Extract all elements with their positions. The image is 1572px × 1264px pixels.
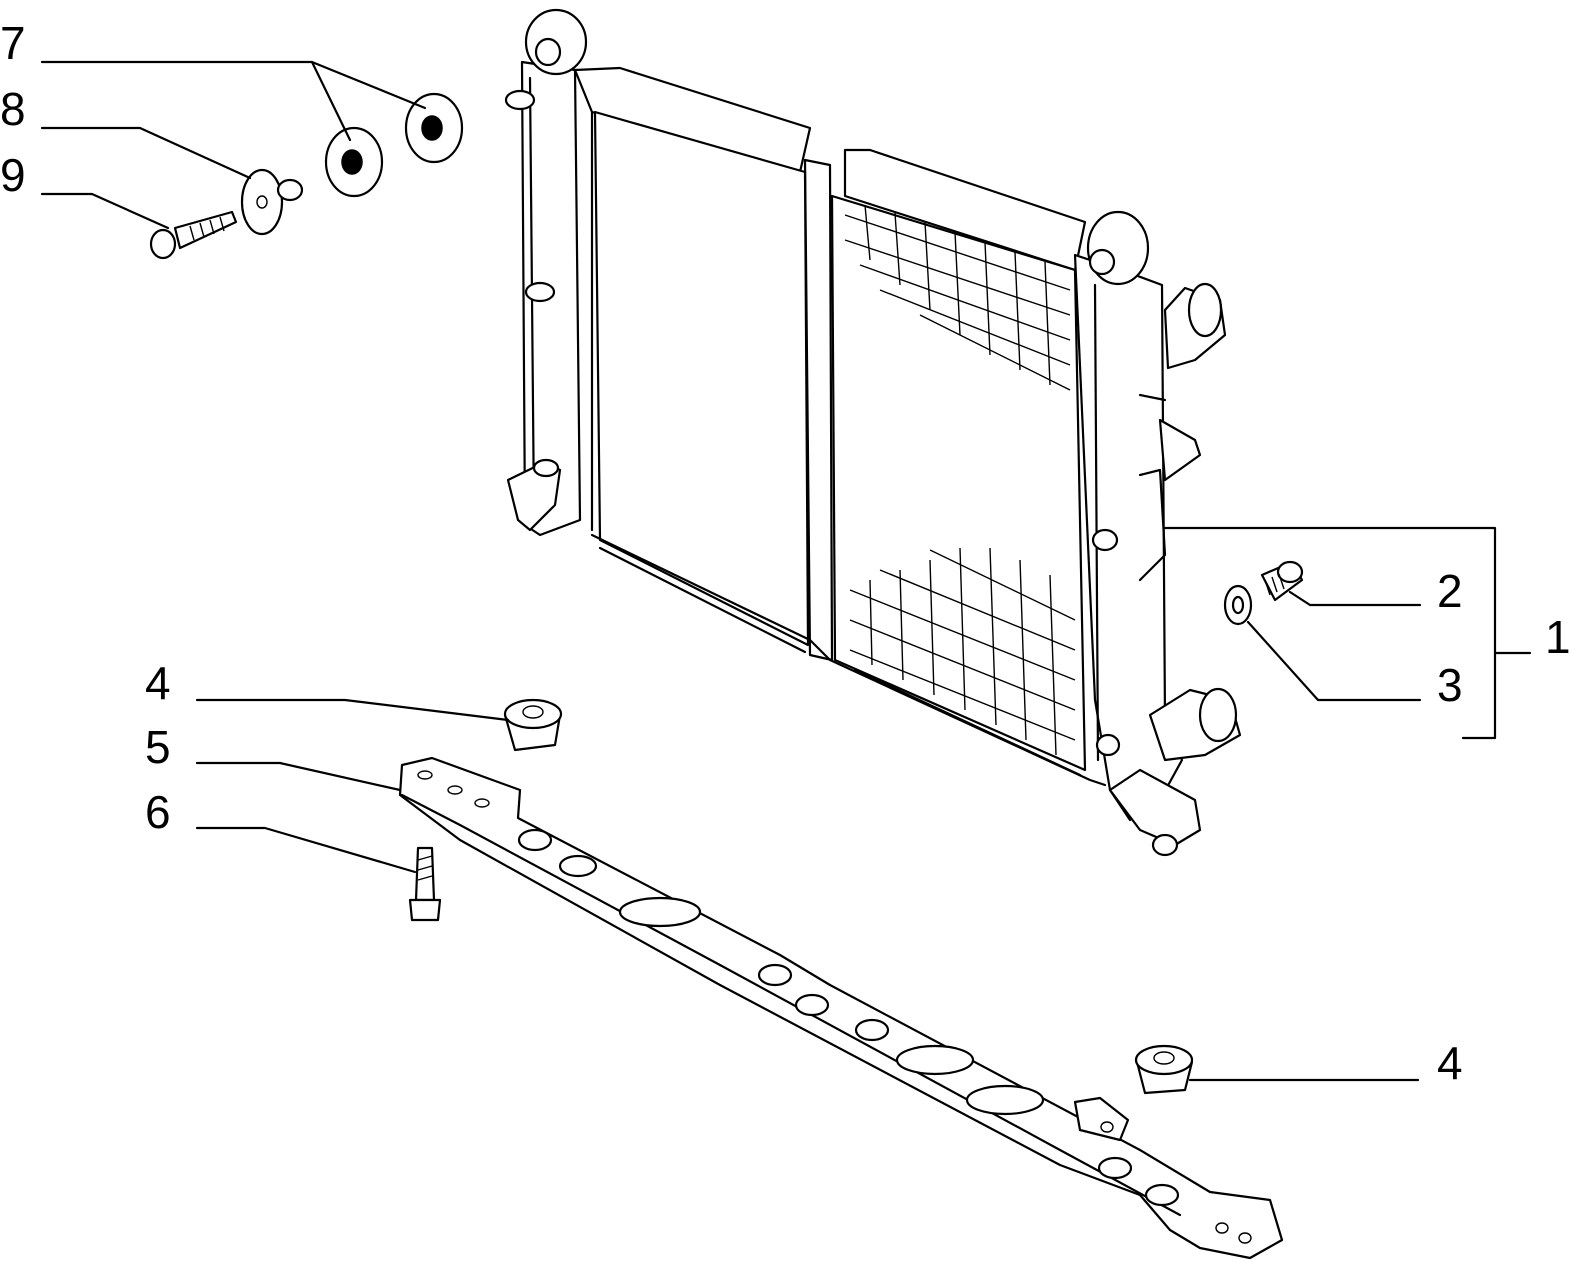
mount-bolt [149,210,238,260]
callout-4-left: 4 [145,657,171,709]
leader-2 [1288,590,1422,607]
callout-5: 5 [145,721,171,773]
right-tank-bracket [1158,418,1202,482]
radiator-core-left [593,110,810,647]
rubber-bushing-pair [324,92,464,198]
radiator-center-divider [803,158,834,662]
callout-9: 9 [0,149,26,201]
leader-9 [40,192,170,230]
callout-1: 1 [1545,611,1571,663]
callout-3: 3 [1437,659,1463,711]
lower-grommet-left [503,698,563,752]
mount-washer [240,168,304,236]
bottom-right-mount [1108,768,1202,847]
lower-support-crossmember [398,756,1284,1260]
leader-1-bracket [1163,526,1532,740]
lower-bolt [408,846,442,922]
callout-4-right: 4 [1437,1037,1463,1089]
leader-5 [195,761,402,792]
core-fin-hatch-lower [849,547,1076,756]
callout-8: 8 [0,83,26,135]
leader-7 [40,60,427,142]
drain-washer [1223,584,1253,626]
core-fin-hatch-upper [844,204,1071,391]
radiator-top-rail-left [573,66,812,174]
leader-6 [195,826,417,874]
drain-plug [1260,560,1304,602]
callout-6: 6 [145,786,171,838]
radiator-assembly [504,8,1242,857]
left-tank-peg-top [504,89,536,111]
callout-2: 2 [1437,565,1463,617]
leader-8 [40,126,252,180]
lower-grommet-right [1134,1044,1194,1095]
radiator-top-rail-right [843,148,1087,272]
leader-4-left [195,698,510,722]
callout-7: 7 [0,17,26,69]
leader-3 [1246,620,1422,702]
leader-lines [40,60,1532,1082]
